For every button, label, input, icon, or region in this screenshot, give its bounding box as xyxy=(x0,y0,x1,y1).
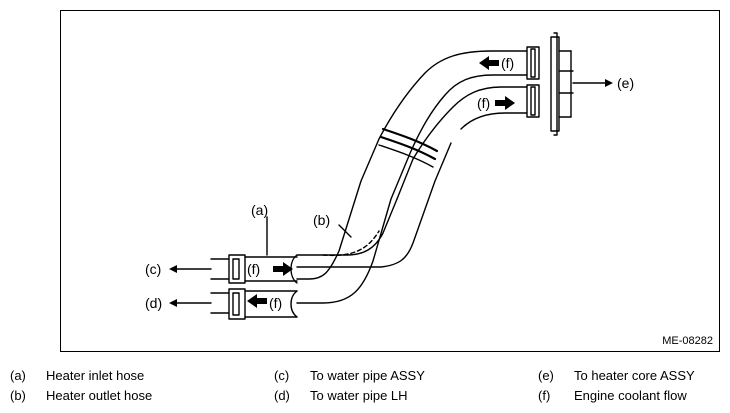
lower-hose-collar xyxy=(526,84,540,118)
callout-f-upper: (f) xyxy=(501,55,514,71)
legend-text: To water pipe LH xyxy=(310,388,408,403)
water-pipe-lh-end xyxy=(210,288,298,320)
callout-f-outlet: (f) xyxy=(269,295,282,311)
water-pipe-assy-end xyxy=(210,254,298,284)
flow-arrow-lower xyxy=(495,96,515,110)
callout-f-lower: (f) xyxy=(477,95,490,111)
flow-arrow-inlet xyxy=(273,262,293,276)
legend-text: Heater inlet hose xyxy=(46,368,145,383)
callout-b: (b) xyxy=(313,212,330,228)
arrow-d xyxy=(169,299,177,307)
legend-text: Engine coolant flow xyxy=(574,388,687,403)
legend-text: To water pipe ASSY xyxy=(310,368,425,383)
diagram-frame: (a) (b) (c) (d) (e) (f) (f) (f) (f) ME-0… xyxy=(60,10,720,352)
legend: (a) Heater inlet hose (b) Heater outlet … xyxy=(0,364,730,410)
heater-inlet-hose xyxy=(296,50,540,304)
legend-text: Heater outlet hose xyxy=(46,388,153,403)
callout-d: (d) xyxy=(145,295,162,311)
callout-e: (e) xyxy=(617,75,634,91)
leader-b xyxy=(338,224,352,238)
callout-c: (c) xyxy=(145,261,161,277)
legend-key: (d) xyxy=(274,388,290,403)
legend-key: (a) xyxy=(10,368,26,383)
legend-text: To heater core ASSY xyxy=(574,368,695,383)
flow-arrow-upper xyxy=(479,56,499,70)
arrow-c xyxy=(169,265,177,273)
callout-a: (a) xyxy=(251,202,268,218)
legend-key: (b) xyxy=(10,388,26,403)
flow-arrow-outlet xyxy=(247,294,267,308)
legend-key: (c) xyxy=(274,368,290,383)
hose-band xyxy=(378,127,439,168)
callout-f-inlet: (f) xyxy=(247,261,260,277)
legend-key: (f) xyxy=(538,388,551,403)
figure-code: ME-08282 xyxy=(662,335,713,347)
arrow-e xyxy=(605,79,613,87)
upper-hose-collar xyxy=(526,46,540,80)
hose-diagram: (a) (b) (c) (d) (e) (f) (f) (f) (f) xyxy=(145,32,634,320)
legend-key: (e) xyxy=(538,368,554,383)
heater-core-flange xyxy=(550,32,574,136)
heater-outlet-hose xyxy=(296,86,540,268)
hidden-hose-line xyxy=(322,230,380,257)
